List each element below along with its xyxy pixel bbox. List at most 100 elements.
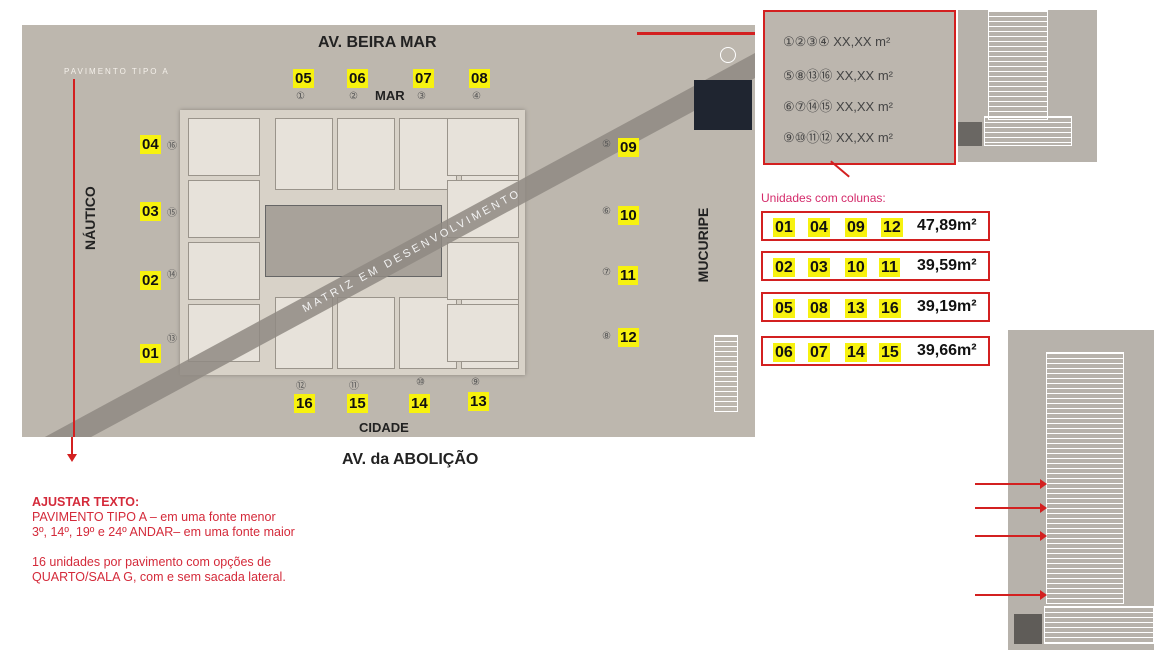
note-line: PAVIMENTO TIPO A – em uma fonte menor [32, 510, 276, 524]
unit-tag: 05 [773, 299, 795, 318]
floor-arrow [975, 590, 1047, 600]
legend-numbers: ⑨⑩⑪⑫ [783, 130, 833, 145]
unit-tag: 06 [347, 69, 368, 88]
building-footprint [180, 110, 525, 375]
apartment-unit [337, 297, 395, 369]
floor-arrow [975, 503, 1047, 513]
legend-area: XX,XX m² [835, 68, 894, 83]
unit-tag: 02 [773, 258, 795, 277]
note-line: AJUSTAR TEXTO: [32, 495, 140, 509]
unit-tag: 11 [879, 258, 900, 277]
note-line: 3º, 14º, 19º e 24º ANDAR– em uma fonte m… [32, 525, 295, 539]
tower-elevation-top [958, 10, 1097, 162]
unit-area: 39,66m² [917, 342, 977, 359]
annotation-line [73, 79, 75, 437]
legend-row: ①②③④ XX,XX m² [783, 34, 890, 50]
street-left: NÁUTICO [82, 186, 98, 250]
apartment-unit [447, 304, 519, 362]
north-compass-icon [720, 47, 736, 63]
unit-number: ⑩ [416, 377, 425, 388]
unit-number: ⑦ [602, 267, 611, 278]
tower-elevation-mini [714, 335, 738, 412]
unit-number: ⑥ [602, 206, 611, 217]
unit-number: ① [296, 91, 305, 102]
adjustment-note: AJUSTAR TEXTO: PAVIMENTO TIPO A – em uma… [32, 495, 295, 585]
floor-arrow [975, 531, 1047, 541]
unit-tag: 13 [468, 392, 489, 411]
unit-group-row: 02 03 10 11 39,59m² [761, 251, 990, 281]
apartment-unit [447, 242, 519, 300]
legend-area: XX,XX m² [835, 130, 894, 145]
legend-area: XX,XX m² [833, 34, 891, 49]
legend-area: XX,XX m² [835, 99, 894, 114]
unit-tag: 05 [293, 69, 314, 88]
unit-number: ⑨ [471, 377, 480, 388]
note-line: QUARTO/SALA G, com e sem sacada lateral. [32, 570, 286, 584]
legend-numbers: ⑤⑧⑬⑯ [783, 68, 833, 83]
unit-number: ⑬ [167, 334, 177, 345]
floor-label: PAVIMENTO TIPO A [64, 67, 170, 76]
unit-number: ⑭ [167, 270, 177, 281]
unit-tag: 14 [845, 343, 867, 362]
floor-arrow [975, 479, 1047, 489]
unit-tag: 12 [618, 328, 639, 347]
tower-elevation-bottom [1008, 330, 1154, 650]
unit-group-row: 05 08 13 16 39,19m² [761, 292, 990, 322]
unit-tag: 03 [808, 258, 830, 277]
unit-number: ⑤ [602, 139, 611, 150]
street-right: MUCURIPE [695, 207, 711, 283]
unit-number: ⑫ [296, 381, 306, 392]
note-line: 16 unidades por pavimento com opções de [32, 555, 272, 569]
unit-area: 39,19m² [917, 298, 977, 315]
apartment-unit [188, 180, 260, 238]
unit-tag: 15 [347, 394, 368, 413]
unit-tag: 02 [140, 271, 161, 290]
unit-tag: 15 [879, 343, 901, 362]
street-top: AV. BEIRA MAR [318, 34, 437, 51]
unit-tag: 12 [881, 218, 903, 237]
unit-tag: 01 [140, 344, 161, 363]
unit-tag: 06 [773, 343, 795, 362]
legend-row: ⑥⑦⑭⑮ XX,XX m² [783, 96, 893, 115]
unit-tag: 04 [808, 218, 830, 237]
unit-tag: 08 [469, 69, 490, 88]
unit-tag: 10 [618, 206, 639, 225]
apartment-unit [188, 118, 260, 176]
unit-number: ④ [472, 91, 481, 102]
unit-number: ⑮ [167, 208, 177, 219]
unit-number: ③ [417, 91, 426, 102]
unit-number: ⑯ [167, 141, 177, 152]
unit-tag: 08 [808, 299, 830, 318]
unit-tag: 13 [845, 299, 867, 318]
units-title: Unidades com colunas: [761, 191, 886, 205]
unit-group-row: 06 07 14 15 39,66m² [761, 336, 990, 366]
site-thumbnail [694, 80, 752, 130]
legend-numbers: ①②③④ [783, 34, 830, 49]
unit-tag: 16 [879, 299, 901, 318]
legend-numbers: ⑥⑦⑭⑮ [783, 99, 833, 114]
unit-tag: 09 [845, 218, 867, 237]
annotation-line [71, 437, 73, 455]
floor-plan-image: MATRIZ EM DESENVOLVIMENTO AV. BEIRA MAR … [22, 25, 755, 437]
unit-tag: 03 [140, 202, 161, 221]
street-bottom: AV. da ABOLIÇÃO [342, 451, 479, 468]
unit-area: 39,59m² [917, 257, 977, 274]
apartment-unit [337, 118, 395, 190]
unit-area: 47,89m² [917, 217, 977, 234]
unit-tag: 14 [409, 394, 430, 413]
arrow-down-icon [67, 454, 77, 462]
unit-number: ② [349, 91, 358, 102]
apartment-unit [275, 118, 333, 190]
unit-tag: 01 [773, 218, 795, 237]
unit-tag: 07 [808, 343, 830, 362]
unit-number: ⑧ [602, 331, 611, 342]
street-inner-bottom: CIDADE [359, 420, 409, 435]
red-marker-line [637, 32, 755, 35]
unit-group-row: 01 04 09 12 47,89m² [761, 211, 990, 241]
unit-tag: 10 [845, 258, 867, 277]
legend-row: ⑤⑧⑬⑯ XX,XX m² [783, 65, 893, 84]
apartment-unit [188, 242, 260, 300]
legend-row: ⑨⑩⑪⑫ XX,XX m² [783, 127, 893, 146]
unit-tag: 04 [140, 135, 161, 154]
unit-tag: 11 [618, 266, 638, 285]
